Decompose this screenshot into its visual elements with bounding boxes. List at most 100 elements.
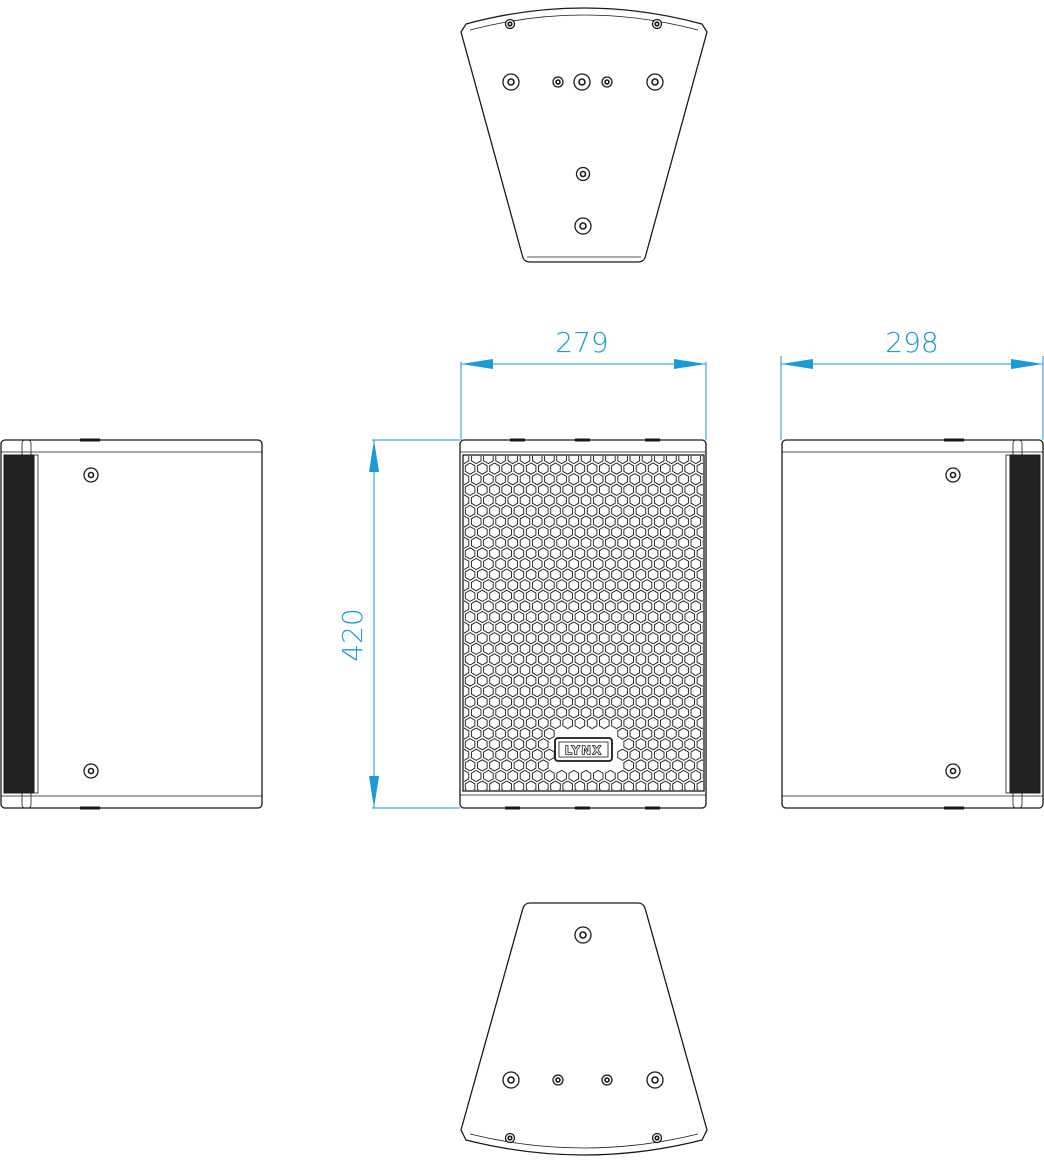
grille-perforation [611, 632, 622, 645]
grille-perforation [641, 642, 653, 655]
grille-perforation [580, 579, 592, 592]
grille-perforation [470, 557, 482, 571]
grille-perforation [672, 483, 683, 496]
grille-perforation [507, 456, 519, 465]
grille-perforation [519, 473, 531, 486]
grille-perforation [647, 780, 659, 790]
grille-perforation [525, 526, 537, 539]
mount-hole [601, 1074, 613, 1086]
grille-perforation [666, 748, 677, 761]
grille-perforation [629, 494, 641, 507]
grille-perforation [684, 632, 695, 645]
grille-perforation [647, 759, 659, 772]
grille-perforation [531, 494, 543, 507]
brand-logo-text: LYNX [565, 744, 603, 758]
grille-perforation [464, 456, 470, 465]
grille-perforation [531, 456, 543, 465]
grille-perforation [672, 716, 683, 730]
grille-perforation [477, 738, 488, 751]
grille-perforation [611, 780, 622, 790]
grille-perforation [660, 568, 671, 581]
grille-perforation [507, 727, 519, 740]
grille-perforation [507, 536, 519, 549]
grille-perforation [605, 456, 616, 465]
grille-perforation [586, 632, 598, 645]
grille-perforation [470, 579, 482, 592]
grille-perforation [519, 600, 531, 613]
grille-perforation [605, 536, 616, 549]
grille-perforation [653, 769, 665, 783]
grille-perforation [464, 494, 470, 507]
grille-perforation [666, 663, 677, 677]
grille-perforation [611, 695, 622, 708]
grille-perforation [544, 515, 555, 528]
grille-perforation [525, 759, 537, 772]
grille-perforation [525, 610, 537, 624]
grille-perforation [470, 727, 482, 740]
mount-hole [651, 18, 663, 30]
grille-perforation [519, 557, 531, 571]
grille-perforation [562, 780, 573, 790]
grille-perforation [605, 685, 616, 698]
grille-perforation [470, 600, 482, 613]
grille-perforation [470, 706, 482, 719]
grille-perforation [599, 589, 610, 602]
grille-perforation [690, 536, 702, 549]
grille-perforation [489, 547, 500, 560]
width-label: 279 [555, 326, 608, 359]
grille-perforation [464, 568, 476, 581]
grille-perforation [629, 642, 641, 655]
grille-perforation [672, 589, 683, 602]
grille-perforation [464, 526, 476, 539]
front-grille [464, 456, 703, 790]
grille-perforation [580, 515, 592, 528]
grille-perforation [617, 600, 628, 613]
grille-perforation [617, 642, 628, 655]
grille-perforation [672, 653, 683, 666]
mount-hole [574, 217, 592, 235]
grille-perforation [666, 769, 677, 783]
grille-perforation [635, 483, 647, 496]
grille-perforation [684, 504, 695, 518]
grille-perforation [641, 769, 653, 783]
grille-perforation [678, 536, 689, 549]
grille-perforation [556, 515, 567, 528]
grille-perforation [562, 568, 573, 581]
grille-perforation [477, 462, 488, 475]
grille-perforation [690, 600, 702, 613]
grille-perforation [538, 589, 549, 602]
grille-perforation [556, 494, 567, 507]
grille-perforation [483, 456, 494, 465]
grille-perforation [599, 526, 610, 539]
grille-perforation [635, 674, 647, 687]
grille-perforation [678, 621, 689, 634]
grille-perforation [464, 642, 470, 655]
grille-perforation [599, 780, 610, 790]
grille-perforation [635, 568, 647, 581]
grille-perforation [507, 769, 519, 783]
grille-perforation [599, 462, 610, 475]
grille-perforation [519, 748, 531, 761]
grille-perforation [647, 483, 659, 496]
grille-perforation [678, 727, 689, 740]
grille-perforation [483, 769, 494, 783]
grille-perforation [660, 695, 671, 708]
grille-perforation [489, 653, 500, 666]
grille-perforation [660, 653, 671, 666]
grille-perforation [464, 547, 476, 560]
grille-perforation [690, 769, 702, 783]
grille-perforation [599, 547, 610, 560]
grille-perforation [568, 685, 580, 698]
grille-perforation [574, 547, 586, 560]
grille-perforation [464, 748, 470, 761]
grille-perforation [617, 515, 628, 528]
grille-perforation [519, 706, 531, 719]
grille-perforation [611, 716, 622, 730]
grille-perforation [464, 632, 476, 645]
grille-perforation [653, 515, 665, 528]
grille-perforation [464, 579, 470, 592]
grille-perforation [501, 759, 512, 772]
grille-perforation [483, 579, 494, 592]
grille-perforation [495, 706, 506, 719]
grille-perforation [470, 769, 482, 783]
